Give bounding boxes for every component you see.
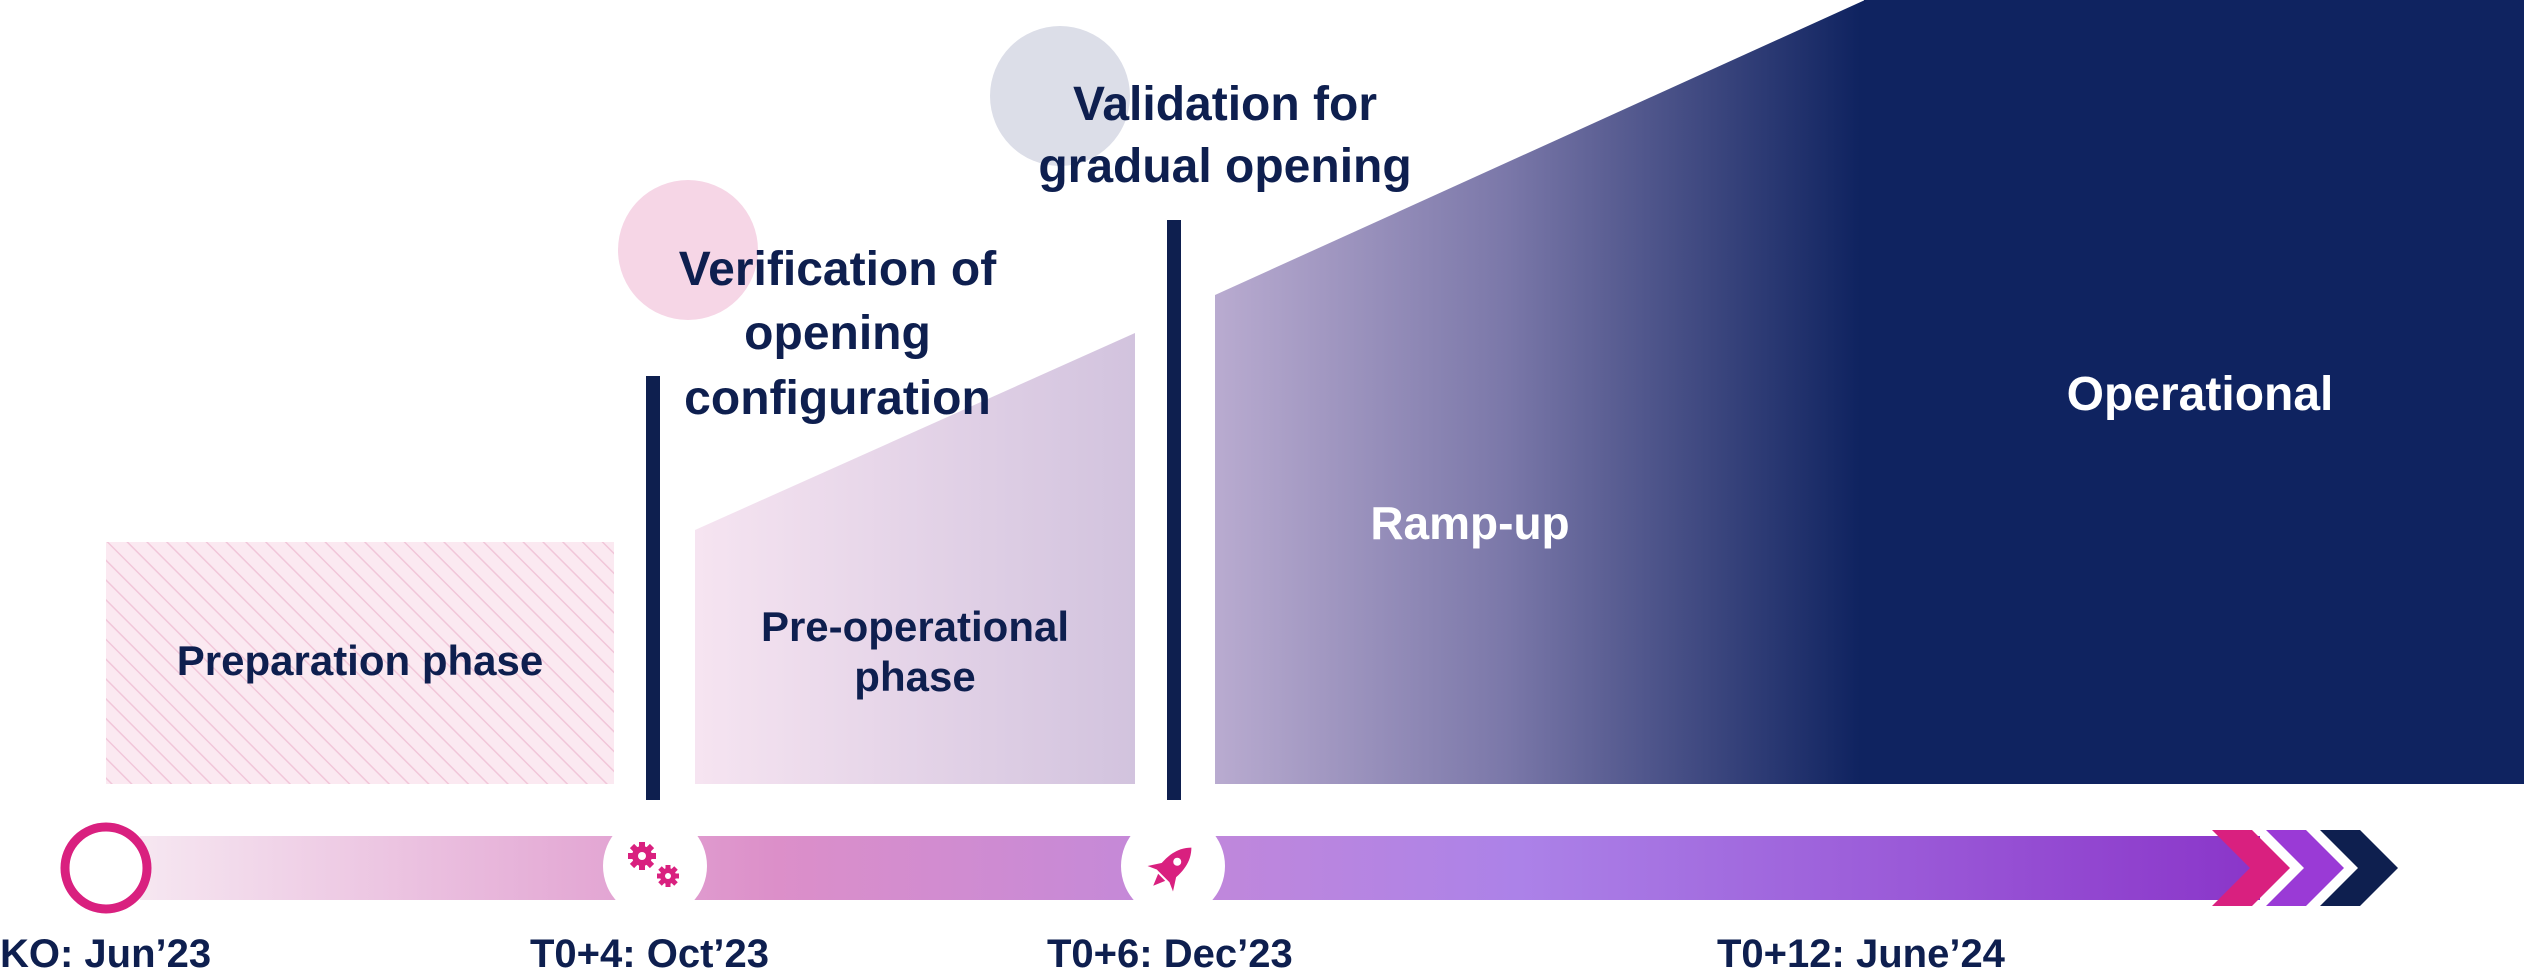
chevrons-arrow-icon [2212, 830, 2398, 906]
milestone-t6-label: T0+6: Dec’23 [1047, 932, 1293, 976]
gears-milestone-circle [603, 814, 707, 918]
milestone-t12-label: T0+12: June’24 [1717, 932, 2005, 976]
milestone-t4-label: T0+4: Oct’23 [530, 932, 770, 976]
verification-circle [618, 180, 758, 320]
preparation-phase-label: Preparation phase [176, 637, 544, 684]
gears-icon [628, 842, 679, 887]
ramp-up-phase-block [1215, 0, 1865, 784]
validation-divider [1167, 220, 1181, 800]
pre-operational-phase-label: Pre-operational phase [760, 603, 1070, 701]
ramp-up-phase-label: Ramp-up [1370, 497, 1570, 549]
milestone-ko-label: KO: Jun’23 [0, 932, 212, 976]
validation-circle [990, 26, 1130, 166]
preparation-phase-block [106, 542, 614, 784]
operational-phase-block [1864, 0, 2524, 784]
verification-divider [646, 376, 660, 800]
validation-checkpoint-label: Validation for gradual opening [1038, 78, 1412, 194]
circle-ring-icon [60, 822, 152, 914]
pre-operational-phase-block [695, 333, 1135, 784]
operational-phase-label: Operational [2066, 368, 2334, 421]
verification-checkpoint-label: Verification of opening configuration [678, 243, 997, 425]
rocket-icon [1147, 847, 1192, 892]
